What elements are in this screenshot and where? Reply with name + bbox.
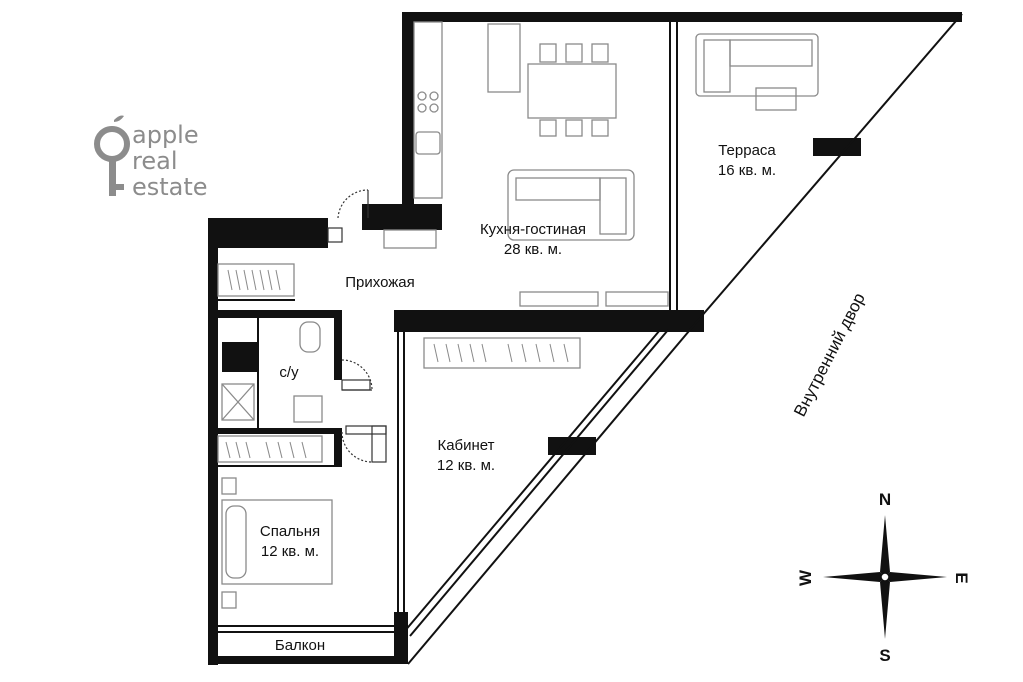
room-label-bedroom: Спальня 12 кв. м. xyxy=(260,522,320,562)
room-name: Терраса xyxy=(718,142,776,159)
room-area: 16 кв. м. xyxy=(717,162,777,179)
room-area: 12 кв. м. xyxy=(260,543,320,560)
compass-west-label: W xyxy=(796,569,815,587)
room-label-hallway: Прихожая xyxy=(345,273,415,293)
room-name: Прихожая xyxy=(345,274,415,291)
room-label-balcony: Балкон xyxy=(275,636,325,656)
furniture xyxy=(217,21,819,609)
room-label-kitchen: Кухня-гостиная 28 кв. м. xyxy=(480,220,586,260)
room-area: 12 кв. м. xyxy=(436,457,496,474)
logo-line-estate: estate xyxy=(132,173,208,201)
room-name: Кабинет xyxy=(437,437,495,454)
compass-south-label: S xyxy=(879,646,891,665)
room-area: 28 кв. м. xyxy=(503,241,563,258)
logo-line-real: real xyxy=(132,147,178,175)
compass-rose xyxy=(823,515,947,639)
room-label-terrace: Терраса 16 кв. м. xyxy=(718,141,776,181)
room-name: Спальня xyxy=(259,523,321,540)
key-icon xyxy=(94,115,130,196)
compass-east-label: E xyxy=(952,572,971,584)
room-name: с/у xyxy=(279,364,299,381)
doors xyxy=(327,189,387,463)
logo-line-apple: apple xyxy=(132,121,199,149)
room-label-study: Кабинет 12 кв. м. xyxy=(437,436,495,476)
room-name: Кухня-гостиная xyxy=(479,221,587,238)
compass-north-label: N xyxy=(878,490,892,509)
apple-real-estate-logo: apple real estate xyxy=(94,112,234,202)
room-name: Балкон xyxy=(274,637,326,654)
room-label-bathroom: с/у xyxy=(279,363,298,383)
walls xyxy=(208,12,962,665)
wardrobe-ticks xyxy=(225,269,569,459)
thin-walls xyxy=(218,13,963,665)
